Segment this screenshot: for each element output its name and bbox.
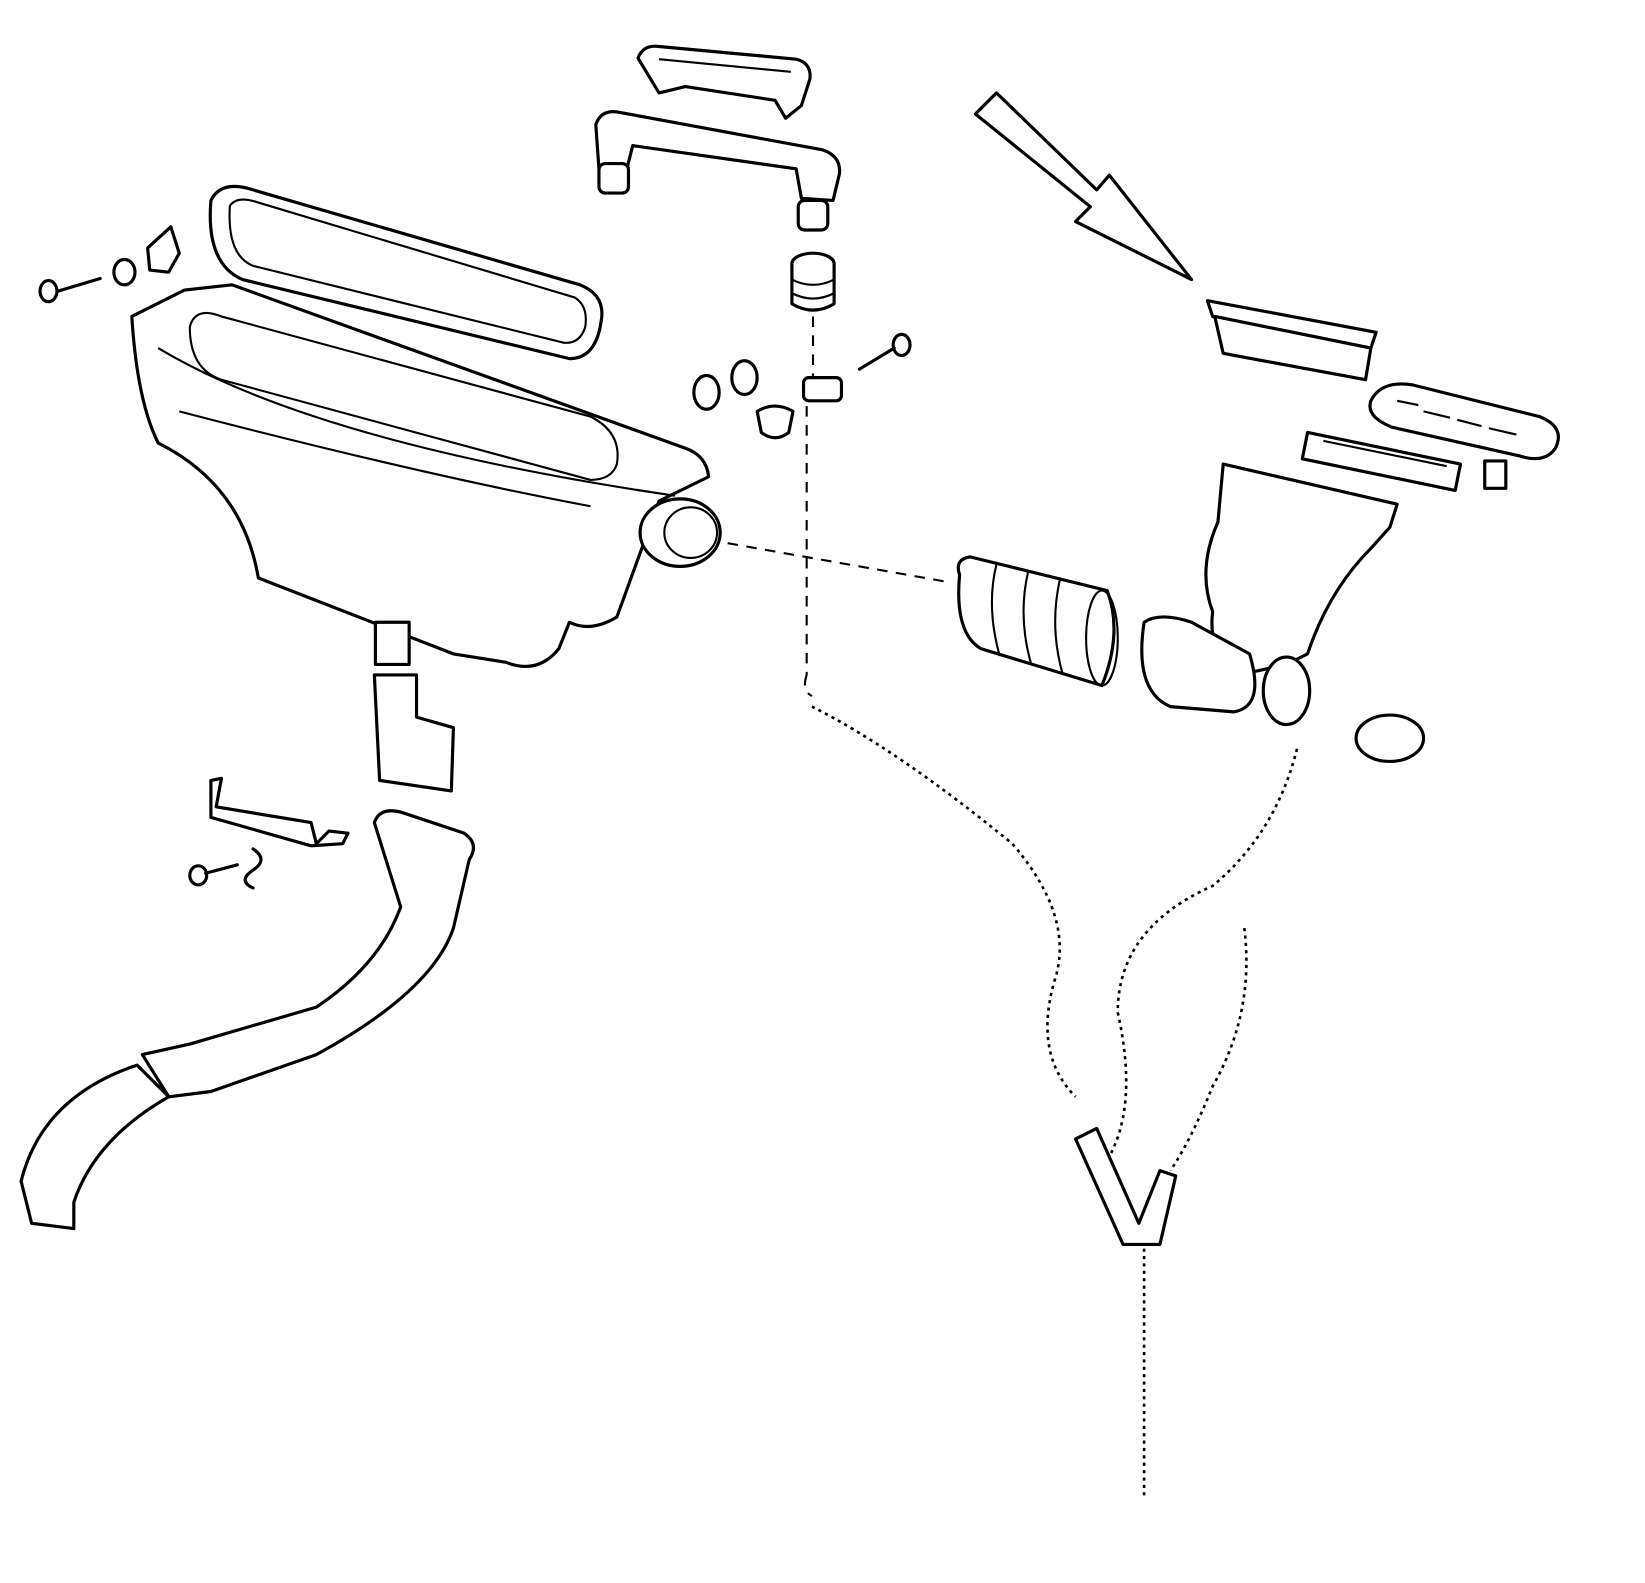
gasket-ring — [208, 184, 604, 361]
hose-right — [1106, 748, 1299, 1161]
clip — [801, 376, 844, 403]
bracket-lower — [188, 776, 350, 890]
duct-pipe — [19, 809, 476, 1231]
vent-grille-top — [1205, 299, 1378, 382]
heater-box — [130, 283, 711, 668]
vent-bracket — [594, 110, 842, 232]
screw-set-left — [38, 225, 181, 304]
bellows-connector — [790, 251, 836, 312]
vent-grille-oval — [1368, 382, 1560, 461]
vent-frame — [1300, 430, 1463, 493]
y-connector — [1073, 1126, 1178, 1246]
hose-left — [811, 705, 1077, 1098]
elbow-tube — [372, 620, 456, 793]
clips-middle — [692, 359, 795, 440]
bellows-large — [956, 555, 1119, 688]
hose-branch — [1169, 927, 1248, 1172]
top-vent-cap — [636, 44, 812, 120]
heater-outlet — [638, 497, 722, 568]
vent-duct — [1140, 462, 1426, 764]
pointer-arrow-icon — [973, 91, 1194, 282]
small-clip — [1483, 459, 1508, 490]
screw-right — [857, 332, 912, 371]
